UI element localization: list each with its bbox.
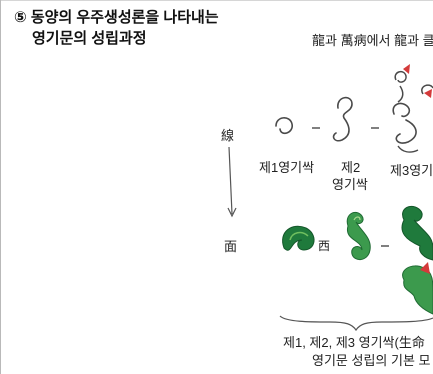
stage3-label: 제3영기 — [390, 163, 433, 178]
bottom-caption-line2: 영기문 성립의 기본 모 — [312, 353, 431, 368]
green-sprout-2 — [346, 211, 371, 260]
top-caption: 龍과 萬病에서 龍과 클 — [312, 33, 433, 48]
red-accent-bottom — [420, 262, 430, 274]
stage1-sprout-line — [275, 117, 293, 135]
green-sprout-1-highlight — [289, 231, 309, 241]
top-sprout-small — [394, 70, 407, 103]
top-sprout-medium — [421, 84, 433, 95]
downward-arrow — [228, 146, 233, 215]
stage2-sprout-line — [332, 96, 353, 142]
red-accent-mid — [424, 89, 432, 98]
stage2-label-line1: 제2 — [341, 160, 361, 175]
caption-brace — [279, 315, 433, 332]
title-line-2: 영기문의 성립과정 — [32, 30, 147, 47]
stage1-label: 제1영기싹 — [259, 160, 315, 175]
frame-top-border — [0, 0, 433, 1]
bottom-caption-line1: 제1, 제2, 제3 영기싹(生命 — [283, 335, 425, 350]
green-sprout-3 — [401, 205, 433, 261]
mid-glyph-label: 西 — [318, 239, 331, 253]
axis-label-plane: 面 — [224, 239, 238, 254]
arrow-head — [227, 207, 237, 218]
red-accent-top — [403, 64, 410, 74]
title-line-1: ⑤ 동양의 우주생성론을 나타내는 — [14, 9, 219, 26]
axis-label-line: 線 — [221, 128, 235, 143]
stage3-extra-stroke — [397, 145, 419, 153]
stage3-sprout-line — [392, 102, 417, 144]
stage2-label-line2: 영기싹 — [332, 177, 368, 192]
green-sprout-4 — [402, 265, 433, 315]
green-sprout-1 — [282, 225, 315, 251]
green-sprout-2-highlight — [353, 216, 361, 221]
frame-left-border — [0, 0, 1, 374]
